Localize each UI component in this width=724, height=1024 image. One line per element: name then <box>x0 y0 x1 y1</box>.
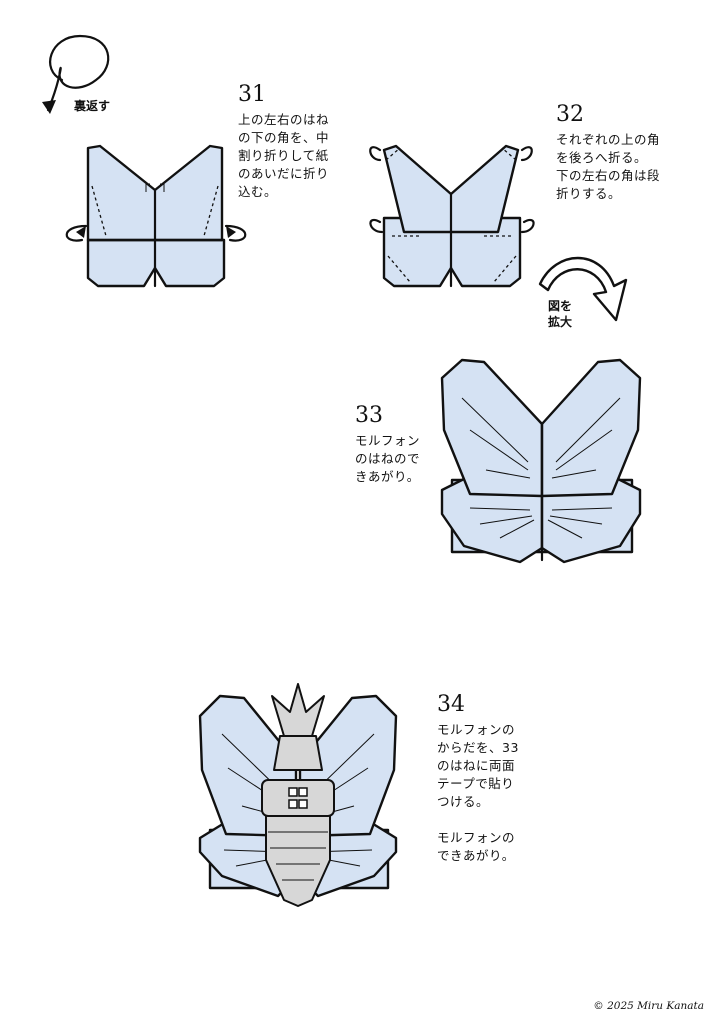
step-31-figure <box>65 144 247 288</box>
step-31-text: 上の左右のはね の下の角を、中 割り折りして紙 のあいだに折り 込む。 <box>238 112 330 199</box>
step-32-number: 32 <box>556 102 584 127</box>
step-33-number: 33 <box>355 403 383 428</box>
turn-over-arrow-icon <box>42 34 110 114</box>
copyright: © 2025 Miru Kanata <box>593 1000 704 1012</box>
step-34-text: モルフォンの からだを、33 のはねに両面 テープで貼り つける。 モルフォンの… <box>437 722 519 863</box>
turn-over-label: 裏返す <box>74 99 111 113</box>
step-32-figure <box>369 144 535 288</box>
step-33-text: モルフォン のはねので きあがり。 <box>355 433 421 484</box>
step-34-number: 34 <box>437 692 465 717</box>
step-33-figure <box>440 358 642 564</box>
morphon-body <box>261 683 335 907</box>
step-34-figure <box>198 683 398 907</box>
step-31-number: 31 <box>238 82 266 107</box>
step-32-text: それぞれの上の角 を後ろへ折る。 下の左右の角は段 折りする。 <box>556 132 661 201</box>
enlarge-arrow-icon <box>538 256 628 322</box>
enlarge-label: 図を 拡大 <box>548 299 573 329</box>
